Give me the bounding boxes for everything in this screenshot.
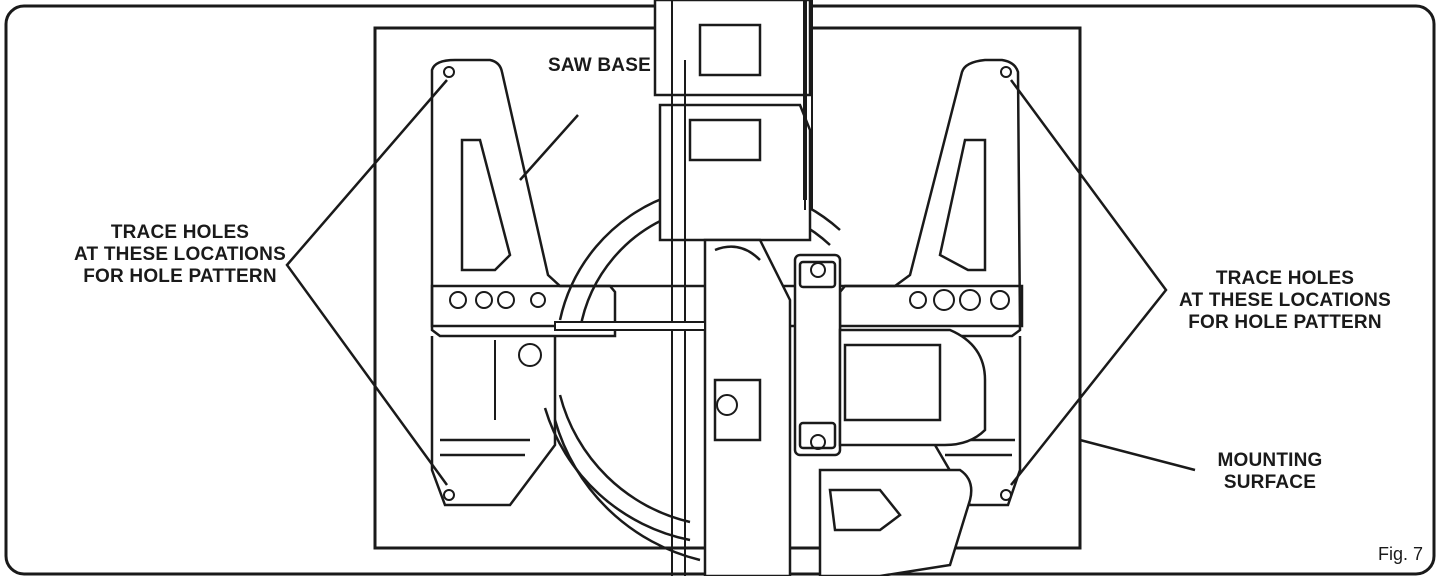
trace-right-line-1: TRACE HOLES: [1215, 268, 1355, 289]
saw-head: [653, 0, 987, 576]
trace-holes-right-label: TRACE HOLES AT THESE LOCATIONS FOR HOLE …: [1170, 268, 1400, 334]
saw-base-label-text: SAW BASE: [548, 55, 651, 76]
leader-trace-right: [1009, 79, 1168, 486]
leader-saw-base: [519, 114, 579, 181]
leader-mounting: [1079, 438, 1196, 472]
hole-bottom-left: [443, 489, 455, 501]
leader-lines: [285, 79, 1196, 486]
trace-right-line-2: AT THESE LOCATIONS: [1179, 290, 1391, 311]
mounting-line-1: MOUNTING: [1217, 450, 1323, 471]
mounting-surface-label: MOUNTING SURFACE: [1195, 450, 1345, 494]
hole-top-left: [443, 66, 455, 78]
trace-left-line-3: FOR HOLE PATTERN: [83, 266, 277, 287]
trace-left-line-1: TRACE HOLES: [110, 222, 250, 243]
trace-right-line-3: FOR HOLE PATTERN: [1188, 312, 1382, 333]
hole-bottom-right: [1000, 489, 1012, 501]
figure-number: Fig. 7: [1378, 544, 1424, 564]
leader-trace-left: [285, 79, 449, 486]
trace-holes-left-label: TRACE HOLES AT THESE LOCATIONS FOR HOLE …: [70, 222, 290, 288]
hole-top-right: [1000, 66, 1012, 78]
saw-base-label: SAW BASE: [548, 55, 651, 77]
saw-base-plate: [554, 321, 706, 331]
trace-left-line-2: AT THESE LOCATIONS: [74, 244, 286, 265]
mounting-line-2: SURFACE: [1223, 472, 1317, 493]
mounting-holes: [443, 66, 1012, 501]
fence-bolts: [449, 289, 1010, 311]
